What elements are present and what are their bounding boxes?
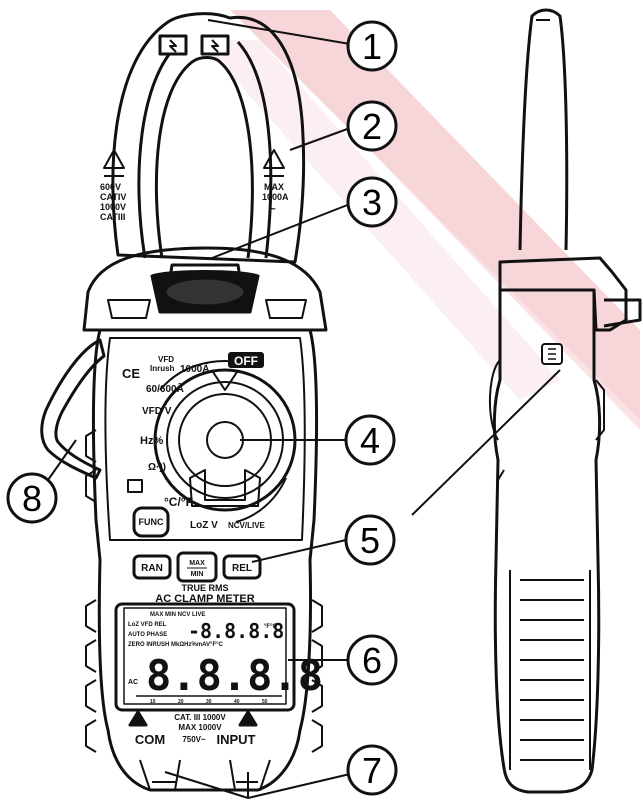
jaw-right-rating-3: ~: [270, 204, 276, 215]
meter-side: [489, 8, 642, 794]
watermark: [200, 10, 640, 430]
meter-title: TRUE RMS AC CLAMP METER: [155, 583, 254, 605]
750v-label: 750V~: [182, 735, 206, 744]
svg-text:20: 20: [178, 699, 184, 705]
svg-text:7: 7: [362, 750, 382, 791]
lcd-row4: ZERO INRUSH MkΩHz%mAV°F°C: [128, 642, 224, 648]
dial-labels: CE VFD Inrush 1000Ã OFF 60/600Ã VFD V Hz…: [122, 352, 266, 531]
clamp-meter-title: AC CLAMP METER: [155, 593, 254, 605]
callout-2: 2: [346, 100, 398, 152]
svg-text:10: 10: [150, 699, 156, 705]
svg-text:6: 6: [362, 640, 382, 681]
leader-5b: [411, 369, 561, 516]
svg-text:4: 4: [360, 420, 380, 461]
rel-button: REL: [232, 563, 252, 574]
lcd-unit: °F°C: [264, 624, 277, 630]
dial-vfd: VFD: [158, 355, 174, 364]
func-button: FUNC: [139, 517, 164, 527]
jaw-labels: 600V CATIV 1000V CATIII MAX 1000A ~: [100, 182, 289, 222]
leader-5a: [251, 539, 347, 563]
side-jaw-button: [541, 343, 563, 365]
jaw-left-rating-3: 1000V: [100, 202, 126, 212]
leader-8: [47, 439, 77, 481]
trigger-lever: [40, 338, 106, 480]
min-button: MIN: [191, 571, 204, 578]
lcd-small-digits: -8.8.8.8: [188, 619, 284, 643]
svg-text:8: 8: [22, 478, 42, 519]
callouts: 1 2 3 4 5 6 7 8: [6, 20, 398, 796]
dial-inrush: Inrush: [150, 364, 175, 373]
input-labels: CAT. III 1000V MAX 1000V COM 750V~ INPUT: [135, 713, 256, 747]
lcd-row1: MAX MIN NCV LIVE: [150, 612, 205, 618]
dial-cf: °C/°F: [164, 495, 193, 509]
callout-4: 4: [344, 414, 396, 466]
leader-7c: [247, 773, 351, 799]
svg-text:30: 30: [206, 699, 212, 705]
ran-button: RAN: [141, 563, 163, 574]
jaw-left-rating-2: CATIV: [100, 192, 126, 202]
callout-5: 5: [344, 514, 396, 566]
max-rating: MAX 1000V: [178, 723, 222, 732]
callout-1: 1: [346, 20, 398, 72]
callout-8: 8: [6, 472, 58, 524]
ran-button-outline: [132, 554, 172, 580]
dial-60-600a: 60/600Ã: [146, 382, 184, 395]
leader-1: [207, 19, 351, 45]
button-labels: FUNC RAN MAX MIN REL: [139, 517, 253, 578]
svg-text:3: 3: [362, 182, 382, 223]
svg-text:1: 1: [362, 26, 382, 67]
dial-hz: Hz%: [140, 435, 163, 447]
dial-ohm: Ω·)): [148, 462, 166, 473]
jaw-right-rating-2: 1000A: [262, 192, 289, 202]
svg-text:50: 50: [262, 699, 268, 705]
lcd-row2: LoZ VFD REL: [128, 622, 167, 628]
ce-mark: CE: [122, 366, 140, 381]
dial-off: OFF: [234, 354, 258, 368]
true-rms: TRUE RMS: [182, 583, 229, 593]
leader-2: [289, 127, 351, 151]
svg-text:40: 40: [234, 699, 240, 705]
maxmin-button-outline: [176, 551, 218, 583]
lcd-frame: [114, 602, 296, 712]
dial-vfd-v: VFD V: [142, 406, 172, 417]
callout-6: 6: [346, 634, 398, 686]
jaw-left-rating-1: 600V: [100, 182, 121, 192]
input-jack-label: INPUT: [217, 732, 256, 747]
lcd-row3: AUTO PHASE: [128, 632, 167, 638]
callout-7: 7: [346, 744, 398, 796]
jaw-right-rating-1: MAX: [264, 182, 284, 192]
jaw-left-rating-4: CATIII: [100, 212, 125, 222]
rel-button-outline: [222, 554, 262, 580]
com-jack-label: COM: [135, 732, 165, 747]
lcd-display: MAX MIN NCV LIVE LoZ VFD REL AUTO PHASE …: [128, 612, 323, 705]
leader-7a: [164, 771, 249, 799]
head-guard: [82, 246, 328, 332]
meter-front: [40, 12, 328, 792]
svg-text:5: 5: [360, 520, 380, 561]
leader-lines: [47, 19, 561, 799]
dial-ncv-live: NCV/LIVE: [228, 521, 266, 530]
callout-3: 3: [346, 176, 398, 228]
svg-text:2: 2: [362, 106, 382, 147]
lcd-ac: AC: [128, 679, 138, 686]
cat-rating: CAT. III 1000V: [174, 713, 226, 722]
dial-loz-v: LoZ V: [190, 520, 218, 531]
max-button: MAX: [189, 560, 205, 567]
jaw-opening: [154, 56, 254, 259]
side-body: [492, 288, 602, 794]
func-button-outline: [132, 506, 170, 538]
lcd-big-digits: 8.8.8.8: [146, 651, 323, 700]
meter-body: [91, 328, 319, 792]
side-jaw: [518, 8, 569, 251]
dial-1000a: 1000Ã: [180, 362, 209, 375]
leader-3: [211, 203, 351, 259]
jaw-outer: [111, 12, 306, 264]
